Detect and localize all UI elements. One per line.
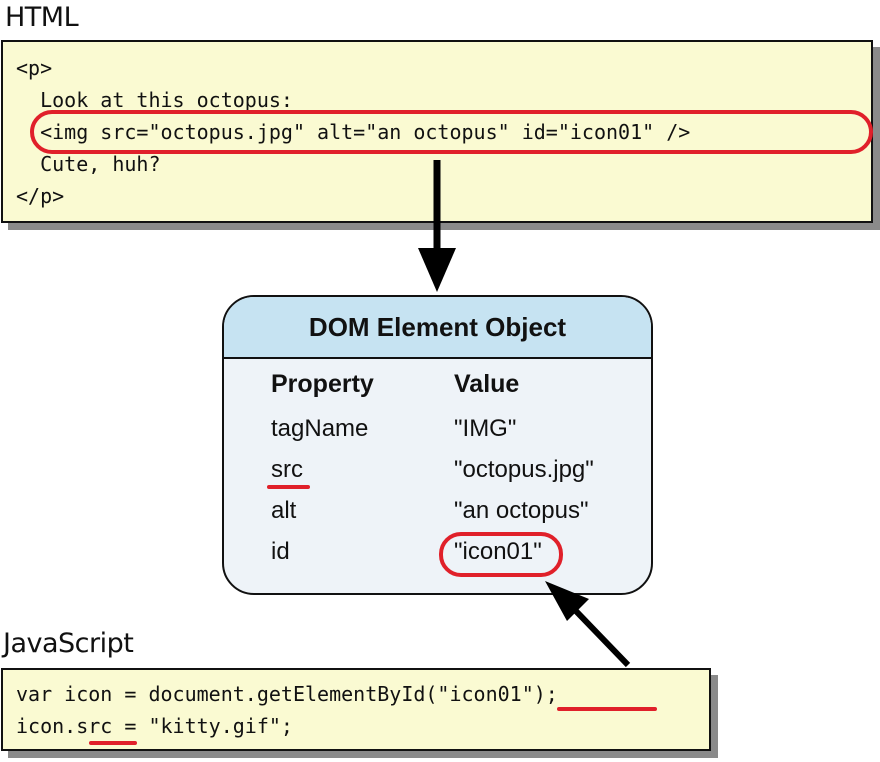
down-arrow <box>418 160 456 292</box>
property-name: tagName <box>271 415 369 442</box>
property-value: "octopus.jpg" <box>454 456 594 483</box>
property-name: alt <box>271 497 297 524</box>
img-tag-highlight <box>30 110 873 154</box>
html-code-line: </p> <box>16 184 65 208</box>
property-value: "an octopus" <box>454 497 589 524</box>
property-value: "icon01" <box>454 538 542 565</box>
html-code-line: Look at this octopus: <box>16 88 293 112</box>
src-assignment-underline <box>89 741 137 745</box>
javascript-code-box: var icon = document.getElementById("icon… <box>1 668 711 751</box>
src-property-underline <box>267 485 310 489</box>
js-code-line: var icon = document.getElementById("icon… <box>16 682 558 706</box>
property-name: id <box>271 538 290 565</box>
value-header: Value <box>454 370 520 398</box>
property-value: "IMG" <box>454 415 517 442</box>
dom-object-title: DOM Element Object <box>224 297 651 359</box>
javascript-section-label: JavaScript <box>3 628 134 659</box>
diagonal-arrow <box>545 581 631 668</box>
html-code-line: Cute, huh? <box>16 152 161 176</box>
property-header: Property <box>271 370 374 398</box>
dom-element-object: DOM Element Object Property Value tagNam… <box>222 295 653 595</box>
icon01-value-highlight <box>439 532 563 577</box>
html-section-label: HTML <box>5 2 79 33</box>
js-code-line: icon.src = "kitty.gif"; <box>16 714 293 738</box>
icon01-argument-underline <box>557 707 657 711</box>
property-name: src <box>271 456 303 483</box>
html-code-line: <p> <box>16 56 53 80</box>
